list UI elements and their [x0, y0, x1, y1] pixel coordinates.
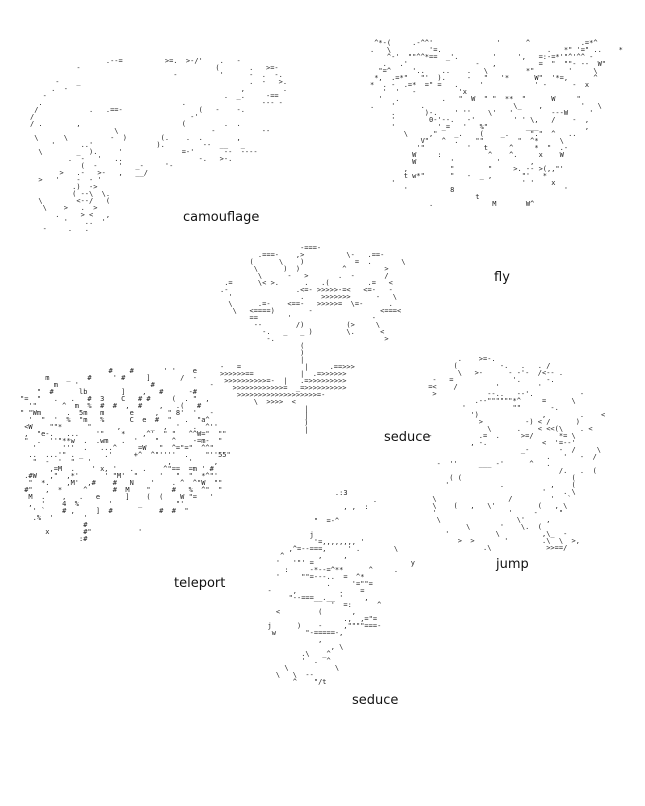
seduce-snake-caption: seduce	[352, 693, 399, 708]
seduce-flower-ascii-art: -===- .===- ,> \- .==- ( \ ) = . \ \ ) )…	[220, 244, 406, 434]
teleport-ascii-art: # # ' ' e m _ # ' # ] / - m ' # - " # lb…	[20, 367, 231, 543]
teleport-caption: teleport	[174, 576, 226, 591]
fly-caption: fly	[494, 270, 510, 285]
camouflage-caption: camouflage	[183, 210, 260, 225]
jump-ascii-art: . >=-. ( -. . . / \ >- - -'- /<-- . - = …	[428, 355, 606, 552]
jump-caption: jump	[496, 557, 529, 572]
seduce-snake-ascii-art: .:3 . , , : " =-^ j '=,,,,,,,, ' ,^=--==…	[267, 489, 416, 686]
fly-ascii-art: ^*-( .-^^' ' ^ .=*^ . \ '=. . *" '=" .. …	[370, 39, 623, 208]
camouflage-ascii-art: .--= >=. >-/' . - - ( . >=- - ' - . -. -…	[30, 57, 288, 233]
seduce-flower-caption: seduce	[384, 430, 431, 445]
